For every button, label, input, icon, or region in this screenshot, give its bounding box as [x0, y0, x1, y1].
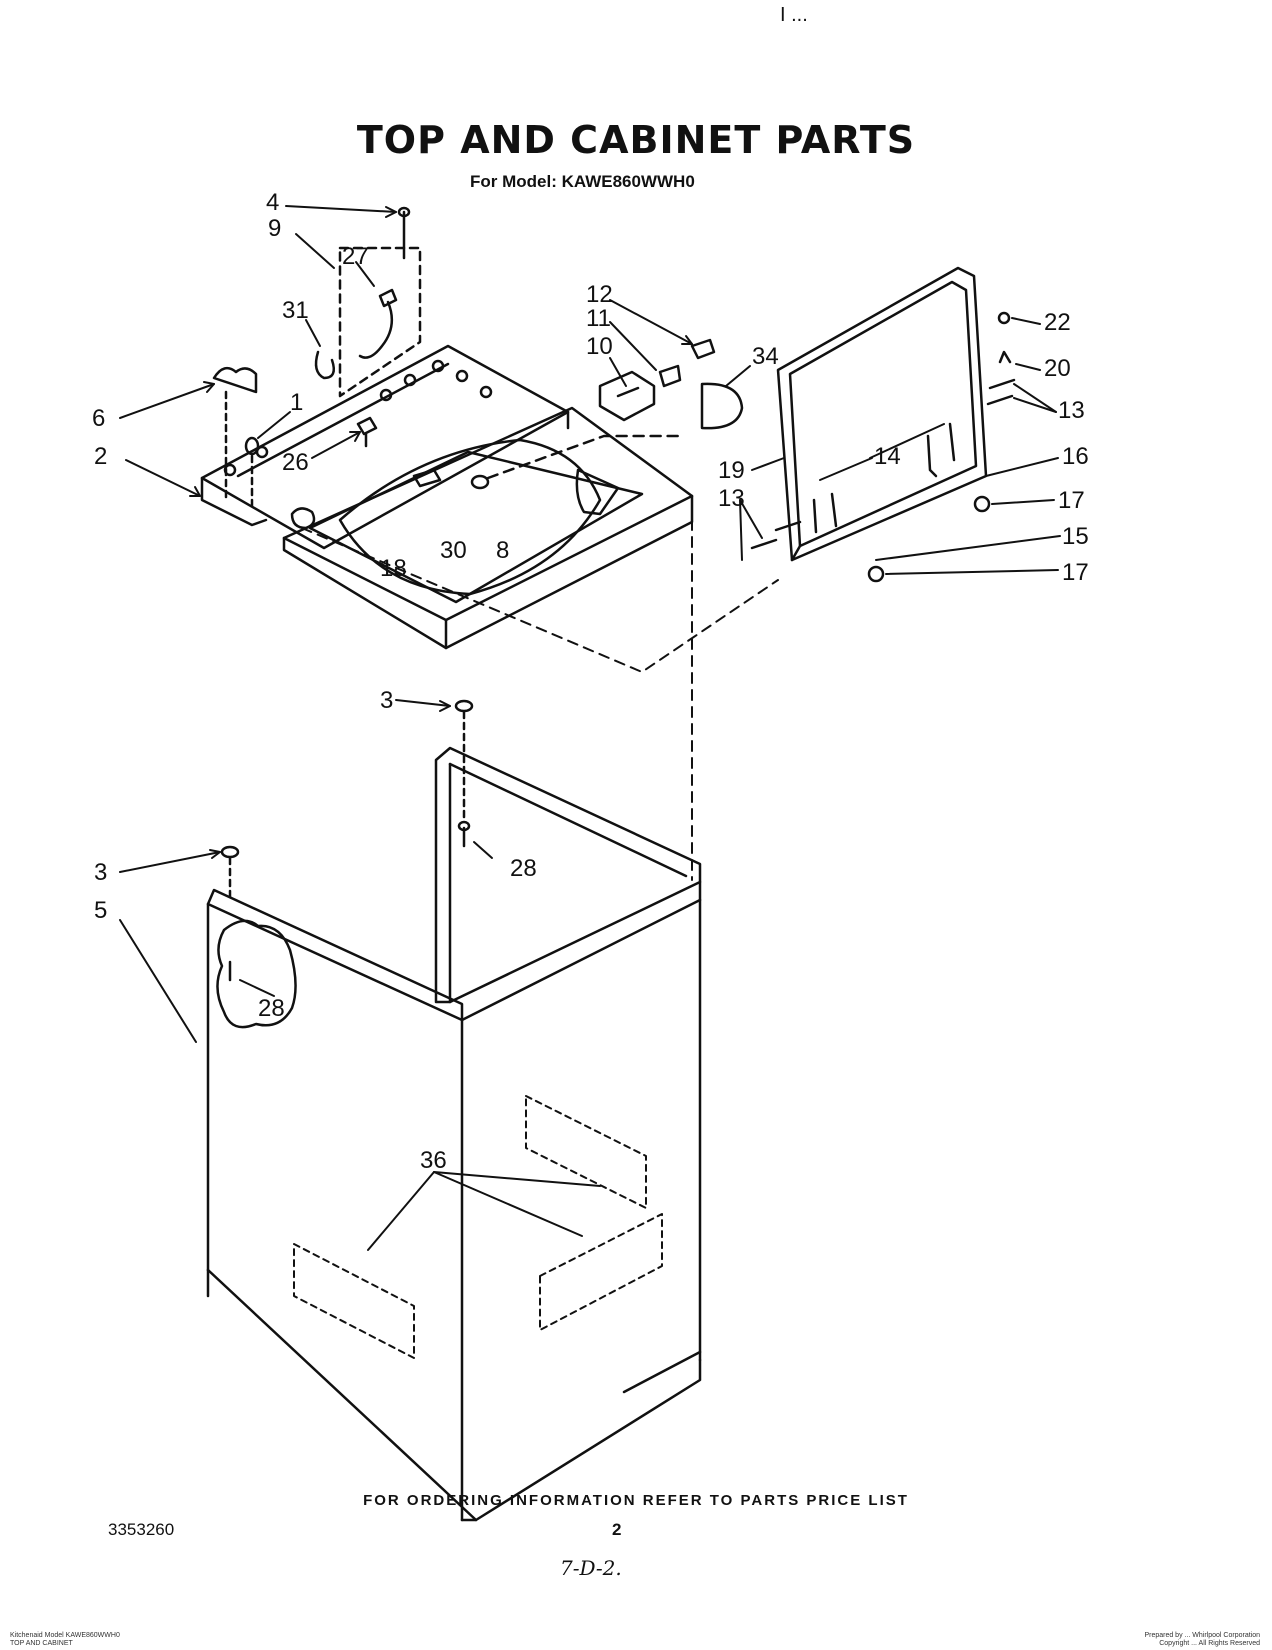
callout-13-upper: 13: [1058, 397, 1085, 424]
callout-11: 11: [586, 305, 611, 332]
leader-lines: [119, 205, 1061, 1251]
switch-part-12: [690, 338, 716, 360]
callout-8: 8: [496, 537, 509, 564]
page-title: TOP AND CABINET PARTS: [356, 118, 916, 162]
callout-3-upper: 3: [380, 687, 393, 714]
callout-31: 31: [282, 297, 309, 324]
callout-9: 9: [268, 215, 281, 242]
callout-6: 6: [92, 405, 105, 432]
ordering-info-note: FOR ORDERING INFORMATION REFER TO PARTS …: [363, 1492, 909, 1509]
cabinet-part-5: [206, 746, 702, 1522]
page-number: 2: [612, 1520, 622, 1539]
bracket-part-11: [658, 364, 682, 388]
label-panels-36: [293, 1095, 663, 1359]
callout-18: 18: [380, 555, 407, 582]
screw-part-3-upper: [454, 699, 474, 820]
lid-part-19: [776, 266, 988, 562]
wiring-harness-bracket: [338, 246, 422, 398]
callout-2: 2: [94, 443, 107, 470]
callout-20: 20: [1044, 355, 1071, 382]
callout-14: 14: [874, 443, 901, 470]
screw-part-1: [244, 436, 260, 510]
screw-part-3-lower: [220, 845, 240, 902]
fine-print-right: Prepared by ... Whirlpool Corporation Co…: [1144, 1632, 1260, 1647]
wire-harness: [358, 288, 398, 359]
callout-10: 10: [586, 333, 613, 360]
callout-22: 22: [1044, 309, 1071, 336]
dispenser-part-10: [598, 370, 656, 422]
screw-part-28-upper: [457, 820, 471, 848]
handwritten-note: 7-D-2.: [560, 1556, 622, 1580]
screw-part-8: [470, 434, 682, 490]
screw-part-4: [397, 206, 411, 260]
lid-hinge-parts: [750, 378, 1016, 550]
callout-17-lower: 17: [1062, 559, 1089, 586]
callout-1: 1: [290, 389, 303, 416]
callout-3-lower: 3: [94, 859, 107, 886]
washer-top-part: [282, 406, 694, 650]
callout-4: 4: [266, 189, 279, 216]
funnel-part-34: [700, 382, 744, 430]
callout-13-lower: 13: [718, 485, 745, 512]
callout-26: 26: [282, 449, 309, 476]
callout-19: 19: [718, 457, 745, 484]
alignment-lines: [301, 519, 779, 881]
hinge-clip-part-6: [212, 366, 258, 502]
knob-part-26: [356, 416, 378, 448]
callout-17-upper: 17: [1058, 487, 1085, 514]
lid-small-parts: [867, 311, 1012, 583]
callout-15: 15: [1062, 523, 1089, 550]
callout-16: 16: [1062, 443, 1089, 470]
callout-12: 12: [586, 281, 613, 308]
callout-36: 36: [420, 1147, 447, 1174]
model-subtitle: For Model: KAWE860WWH0: [470, 172, 695, 191]
callout-27: 27: [342, 243, 369, 270]
fine-print-left: Kitchenaid Model KAWE860WWH0 TOP AND CAB…: [10, 1632, 120, 1647]
callout-28-lower: 28: [258, 995, 285, 1022]
top-margin-marks: I ...: [780, 4, 808, 26]
clip-part-31: [314, 350, 335, 380]
callout-5: 5: [94, 897, 107, 924]
part-18: [290, 507, 316, 530]
access-cutout: [216, 919, 297, 1029]
document-number: 3353260: [108, 1520, 175, 1539]
callout-30: 30: [440, 537, 467, 564]
callout-34: 34: [752, 343, 779, 370]
callout-labels: 4 9 27 31 6 1 2 26 18 30 8 12 11 10 34 2…: [92, 189, 1089, 1174]
part-30: [412, 468, 442, 488]
callout-28-upper: 28: [510, 855, 537, 882]
control-console-part: [200, 344, 570, 550]
